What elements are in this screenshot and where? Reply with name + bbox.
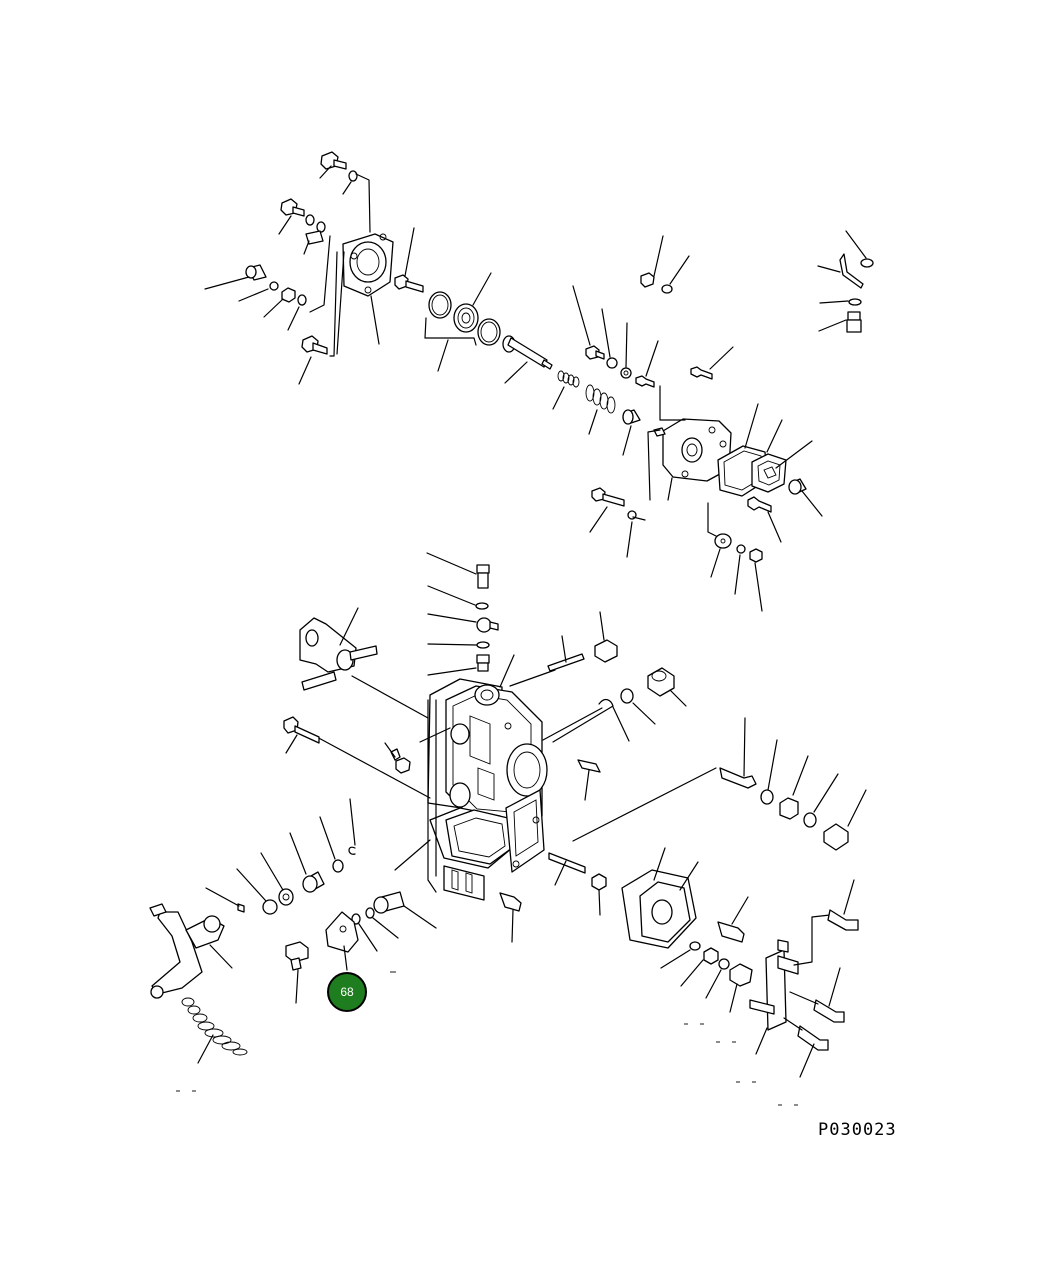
drawing-code: P030023 bbox=[818, 1120, 897, 1140]
o-ring-part bbox=[477, 318, 501, 346]
sleeve-part bbox=[622, 409, 641, 456]
bolt-part bbox=[589, 487, 625, 533]
bolt-part bbox=[319, 151, 347, 179]
cap-part bbox=[788, 478, 823, 517]
nut-part bbox=[680, 947, 719, 987]
flange-cover-part bbox=[342, 233, 394, 345]
seal-part bbox=[453, 272, 492, 333]
bushing-part bbox=[204, 264, 267, 290]
pin-part bbox=[547, 635, 585, 672]
bolt-part bbox=[640, 235, 664, 288]
main-housing-group bbox=[205, 552, 717, 952]
washer-part bbox=[736, 544, 746, 554]
nut-part bbox=[281, 287, 296, 303]
washer-part bbox=[427, 641, 490, 649]
pin-part bbox=[205, 887, 245, 913]
collar-part bbox=[289, 832, 325, 893]
washer-part bbox=[348, 170, 358, 182]
lever-shaft-part bbox=[299, 607, 378, 691]
bracket-part bbox=[749, 914, 831, 1055]
stop-plate-part bbox=[325, 911, 359, 971]
o-ring-part bbox=[428, 291, 452, 319]
washer-part bbox=[705, 958, 730, 999]
nut-part bbox=[591, 873, 607, 916]
washer-part bbox=[707, 502, 732, 578]
washer-part bbox=[606, 357, 618, 369]
callout-number: 68 bbox=[340, 985, 354, 999]
lever-part bbox=[149, 903, 233, 999]
plug-part bbox=[594, 611, 618, 663]
washer-part bbox=[269, 281, 279, 291]
screw-part bbox=[719, 717, 757, 789]
plate-part bbox=[305, 230, 324, 245]
bolt-part bbox=[426, 552, 490, 589]
part-callout-68[interactable]: 68 bbox=[327, 972, 367, 1012]
washer-part bbox=[661, 284, 673, 294]
stud-part bbox=[548, 852, 586, 886]
washer-part bbox=[760, 739, 778, 805]
spring-part bbox=[181, 997, 248, 1064]
washer-part bbox=[316, 221, 326, 233]
spring-part bbox=[585, 384, 616, 435]
governor-shaft-group bbox=[394, 227, 641, 456]
screw-part bbox=[577, 759, 601, 801]
lever-spring-group bbox=[149, 903, 359, 1064]
lock-washer-part bbox=[348, 798, 356, 855]
washer-part bbox=[305, 214, 315, 226]
side-plate-part bbox=[505, 789, 545, 873]
bolt-part bbox=[572, 285, 605, 360]
bolt-part bbox=[783, 1017, 829, 1078]
governor-housing-part bbox=[647, 385, 732, 501]
stud-bolt-part bbox=[298, 335, 328, 385]
screw-part bbox=[690, 346, 734, 380]
clip-part bbox=[817, 230, 874, 289]
washer-part bbox=[660, 941, 701, 969]
washer-part bbox=[260, 852, 294, 906]
washer-part bbox=[297, 294, 307, 306]
nut-part bbox=[749, 548, 763, 563]
bolt-part bbox=[285, 941, 309, 1004]
cap-nut-part bbox=[823, 789, 867, 851]
bolt-part bbox=[278, 198, 305, 235]
flange-cover-group bbox=[204, 151, 394, 385]
screw-part bbox=[717, 896, 749, 943]
banjo-part bbox=[427, 613, 499, 633]
stud-part bbox=[747, 496, 782, 543]
cap-part bbox=[729, 963, 753, 1013]
o-ring-part bbox=[332, 859, 344, 873]
governor-housing-group bbox=[572, 230, 874, 612]
bracket-group bbox=[621, 847, 859, 1078]
o-ring-part bbox=[620, 688, 634, 704]
cover-plate-part bbox=[751, 419, 787, 493]
cover-part bbox=[621, 847, 699, 949]
adjusting-screw-group bbox=[719, 717, 867, 851]
bolt-part bbox=[789, 967, 845, 1023]
fitting-part bbox=[373, 891, 437, 929]
washer-part bbox=[803, 773, 839, 828]
washer-part bbox=[819, 298, 862, 306]
bolt-part bbox=[827, 879, 859, 931]
bolt-part bbox=[818, 311, 862, 333]
long-bolt-part bbox=[283, 716, 320, 754]
washer-part bbox=[236, 868, 278, 915]
nut-part bbox=[779, 755, 809, 820]
label-ticks bbox=[176, 971, 798, 1106]
bolt-part bbox=[384, 742, 411, 774]
washer-part bbox=[427, 585, 489, 610]
shaft-part bbox=[502, 335, 553, 384]
spring-part bbox=[552, 370, 580, 410]
screw-part bbox=[635, 340, 659, 388]
bolt-part bbox=[427, 654, 490, 676]
hook-part bbox=[552, 698, 630, 743]
o-ring-part bbox=[365, 907, 375, 919]
plug-part bbox=[647, 667, 687, 707]
washer-part bbox=[620, 367, 632, 379]
bolt-part bbox=[394, 227, 424, 293]
bolt-part bbox=[499, 892, 522, 943]
plate-part bbox=[429, 807, 513, 901]
